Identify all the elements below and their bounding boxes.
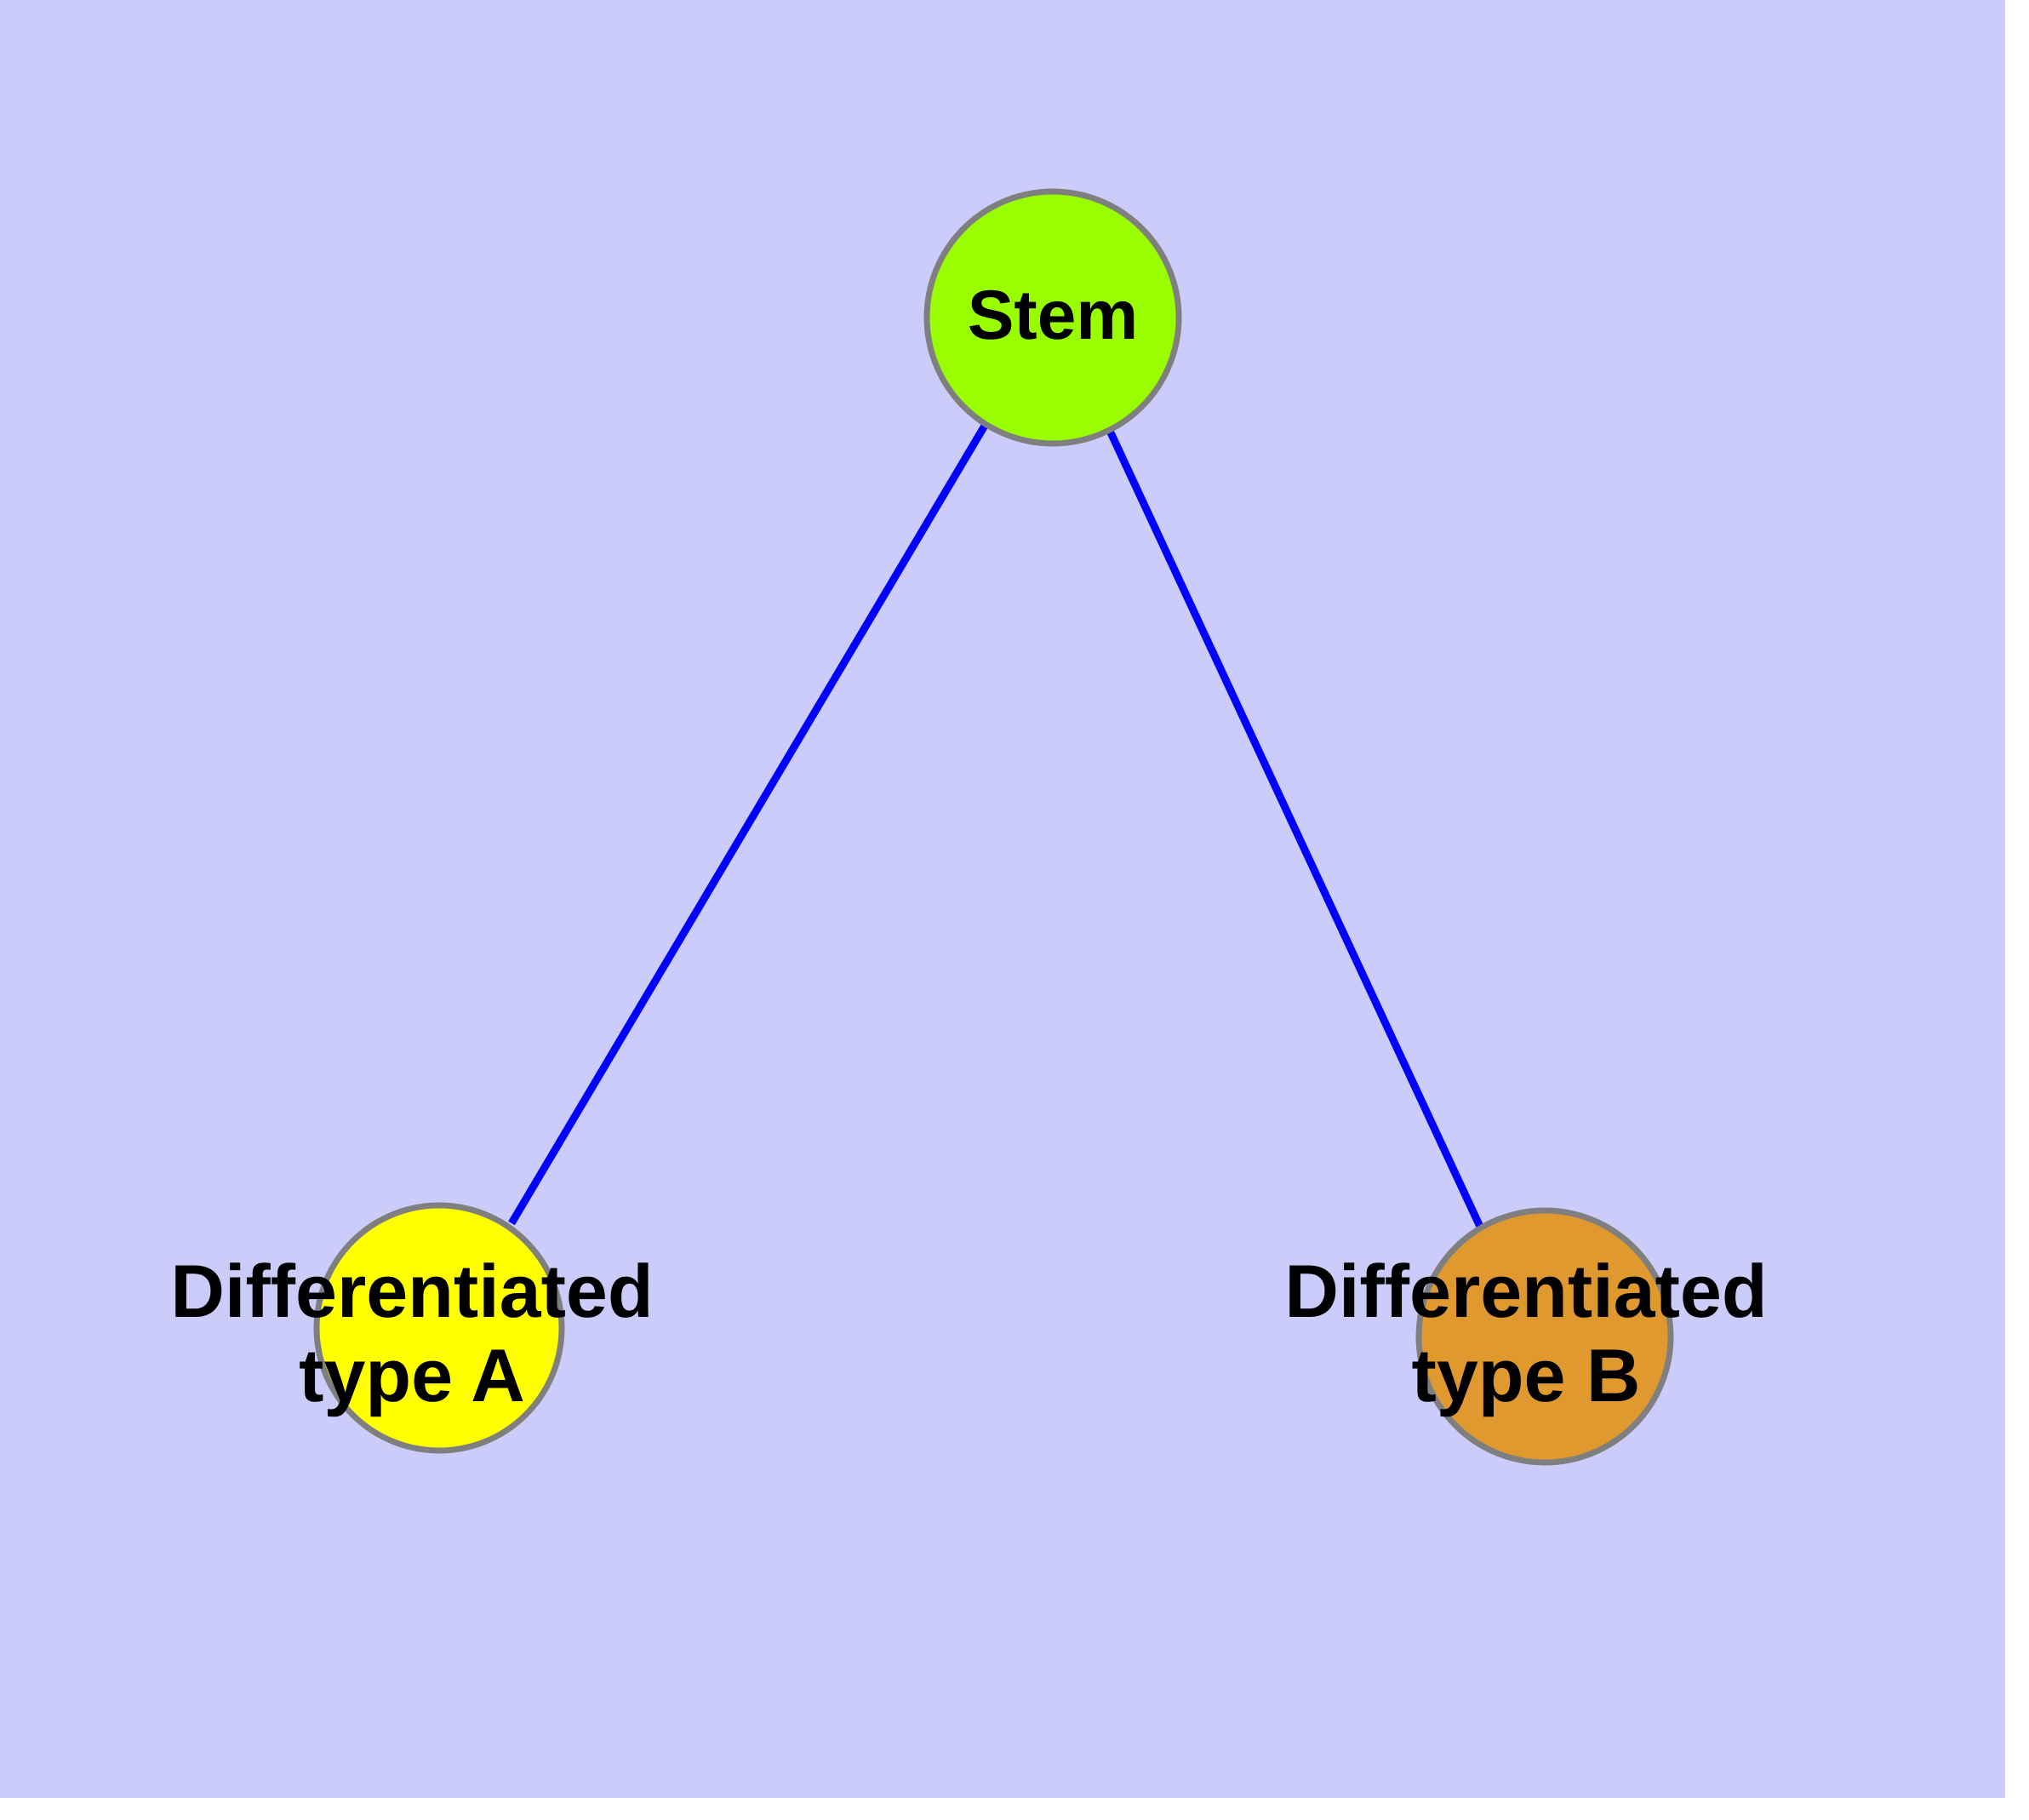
node-layer	[313, 188, 1674, 1466]
node-stem[interactable]	[923, 188, 1182, 447]
node-differentiated-type-b[interactable]	[1415, 1207, 1674, 1466]
edge-stem-to-differentiated-type-b[interactable]	[1106, 429, 1484, 1228]
node-differentiated-type-a[interactable]	[313, 1202, 565, 1454]
edge-stem-to-differentiated-type-a[interactable]	[508, 423, 988, 1226]
edge-layer	[508, 423, 1484, 1228]
